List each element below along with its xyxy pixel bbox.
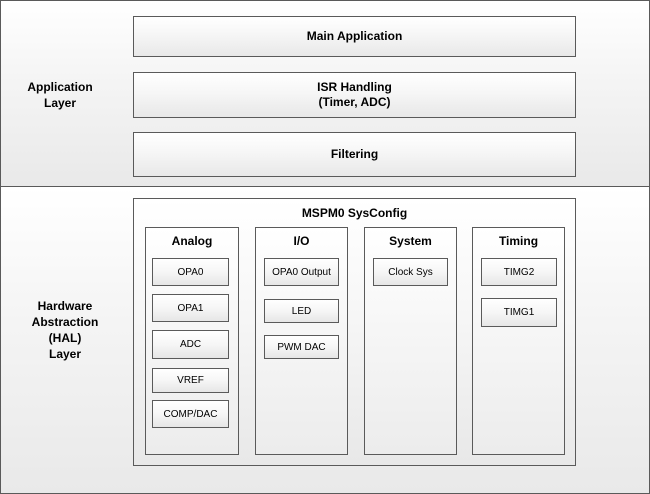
- opa0-chip: OPA0: [152, 258, 229, 286]
- clock-sys-chip: Clock Sys: [373, 258, 448, 286]
- timg2-chip: TIMG2: [481, 258, 557, 286]
- timg1-chip: TIMG1: [481, 298, 557, 327]
- analog-group-title: Analog: [171, 234, 213, 248]
- system-group-title: System: [389, 234, 432, 248]
- hal-layer-label: Hardware Abstraction (HAL) Layer: [31, 299, 99, 361]
- sysconfig-title: MSPM0 SysConfig: [301, 206, 408, 220]
- isr-handling-block: ISR Handling (Timer, ADC): [133, 72, 576, 118]
- application-layer-label: Application Layer: [27, 80, 93, 110]
- pwm-dac-chip: PWM DAC: [264, 335, 339, 359]
- led-chip: LED: [264, 299, 339, 323]
- timing-group-title: Timing: [498, 234, 539, 248]
- opa1-chip: OPA1: [152, 294, 229, 322]
- comp-dac-chip: COMP/DAC: [152, 400, 229, 428]
- vref-chip: VREF: [152, 368, 229, 393]
- filtering-block: Filtering: [133, 132, 576, 177]
- io-group-title: I/O: [293, 234, 310, 248]
- main-application-block: Main Application: [133, 16, 576, 57]
- opa0-output-chip: OPA0 Output: [264, 258, 339, 286]
- adc-chip: ADC: [152, 330, 229, 359]
